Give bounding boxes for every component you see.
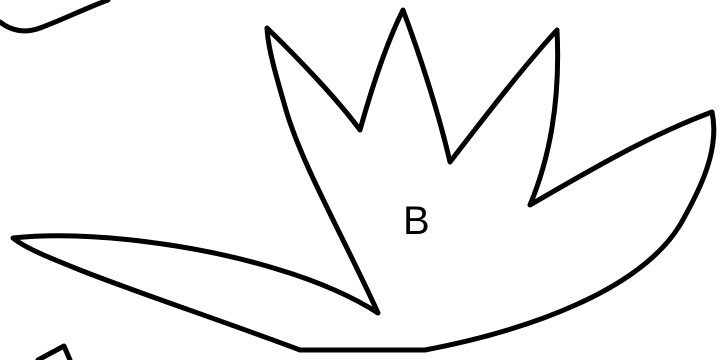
region-b-label: B [403, 199, 430, 243]
bottom-left-partial-outline [38, 346, 70, 360]
top-left-partial-outline [0, 0, 108, 31]
region-b-outline [13, 10, 714, 350]
